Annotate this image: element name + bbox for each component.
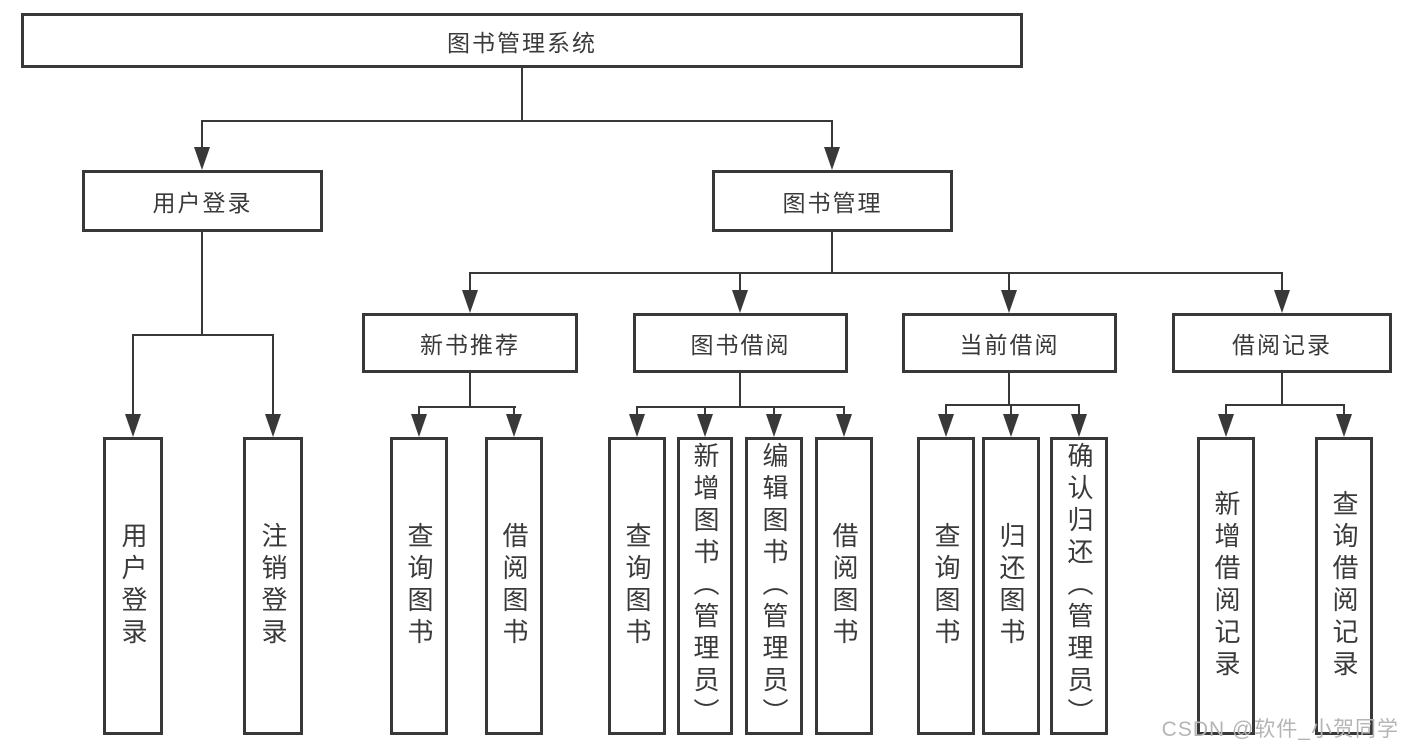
node-label: 图书借阅 <box>690 332 791 358</box>
connector-line <box>1225 404 1345 406</box>
node-label: 新增图书（管理员） <box>690 442 720 730</box>
arrowhead-down-icon <box>125 414 141 437</box>
csdn-watermark: CSDN @软件_小贺同学 <box>1161 718 1399 741</box>
connector-line <box>201 120 833 122</box>
node-label: 图书管理系统 <box>447 29 597 56</box>
connector-line <box>272 334 274 416</box>
connector-line <box>843 406 845 416</box>
leaf-query-books-2: 查询图书 <box>608 437 666 735</box>
connector-line <box>945 404 1080 406</box>
connector-line <box>1225 404 1227 416</box>
connector-line <box>636 406 638 416</box>
node-root-library-system: 图书管理系统 <box>21 13 1023 68</box>
connector-line <box>773 406 775 416</box>
connector-line <box>1343 404 1345 416</box>
arrowhead-down-icon <box>629 414 645 437</box>
node-label: 借阅图书 <box>499 522 529 650</box>
leaf-edit-books-admin: 编辑图书（管理员） <box>745 437 803 735</box>
leaf-query-books-3: 查询图书 <box>917 437 975 735</box>
connector-line <box>1281 272 1283 292</box>
leaf-add-books-admin: 新增图书（管理员） <box>677 437 733 735</box>
arrowhead-down-icon <box>766 414 782 437</box>
connector-line <box>418 406 516 408</box>
node-label: 查询借阅记录 <box>1329 490 1359 682</box>
connector-line <box>201 232 203 335</box>
leaf-logout: 注销登录 <box>243 437 303 735</box>
connector-line <box>1078 404 1080 416</box>
connector-line <box>636 406 845 408</box>
connector-line <box>831 120 833 148</box>
arrowhead-down-icon <box>697 414 713 437</box>
node-new-book-recommend: 新书推荐 <box>362 313 578 373</box>
leaf-add-borrow-record: 新增借阅记录 <box>1197 437 1255 735</box>
arrowhead-down-icon <box>938 414 954 437</box>
arrowhead-down-icon <box>1274 290 1290 313</box>
arrowhead-down-icon <box>265 414 281 437</box>
node-label: 归还图书 <box>996 522 1026 650</box>
connector-line <box>513 406 515 416</box>
leaf-borrow-books-2: 借阅图书 <box>815 437 873 735</box>
node-label: 查询图书 <box>931 522 961 650</box>
node-label: 图书管理 <box>782 190 883 216</box>
connector-line <box>831 232 833 273</box>
node-book-borrowing: 图书借阅 <box>633 313 848 373</box>
leaf-borrow-books-1: 借阅图书 <box>485 437 543 735</box>
node-user-login: 用户登录 <box>82 170 323 232</box>
arrowhead-down-icon <box>824 147 840 170</box>
connector-line <box>201 120 203 148</box>
node-label: 用户登录 <box>118 522 148 650</box>
connector-line <box>469 272 1283 274</box>
leaf-query-books-1: 查询图书 <box>390 437 448 735</box>
arrowhead-down-icon <box>1336 414 1352 437</box>
arrowhead-down-icon <box>1001 290 1017 313</box>
connector-line <box>418 406 420 416</box>
connector-line <box>1281 373 1283 406</box>
node-label: 借阅图书 <box>829 522 859 650</box>
node-book-management: 图书管理 <box>712 170 953 232</box>
node-label: 注销登录 <box>258 522 288 650</box>
node-label: 借阅记录 <box>1232 332 1332 358</box>
arrowhead-down-icon <box>1003 414 1019 437</box>
node-label: 确认归还（管理员） <box>1064 442 1094 730</box>
connector-line <box>132 334 134 416</box>
connector-line <box>521 68 523 121</box>
connector-line <box>1010 404 1012 416</box>
connector-line <box>469 272 471 292</box>
arrowhead-down-icon <box>462 290 478 313</box>
arrowhead-down-icon <box>1218 414 1234 437</box>
node-label: 新书推荐 <box>420 332 520 358</box>
connector-line <box>739 373 741 407</box>
node-label: 当前借阅 <box>959 332 1060 358</box>
connector-line <box>132 334 274 336</box>
node-borrow-records: 借阅记录 <box>1172 313 1392 373</box>
connector-line <box>469 373 471 407</box>
connector-line <box>1008 272 1010 292</box>
node-label: 查询图书 <box>404 522 434 650</box>
connector-line <box>945 404 947 416</box>
node-label: 新增借阅记录 <box>1211 490 1241 682</box>
node-label: 查询图书 <box>622 522 652 650</box>
arrowhead-down-icon <box>411 414 427 437</box>
node-current-borrowing: 当前借阅 <box>902 313 1117 373</box>
arrowhead-down-icon <box>194 147 210 170</box>
connector-line <box>1008 373 1010 406</box>
arrowhead-down-icon <box>836 414 852 437</box>
leaf-return-books: 归还图书 <box>982 437 1040 735</box>
connector-line <box>704 406 706 416</box>
node-label: 编辑图书（管理员） <box>759 442 789 730</box>
node-label: 用户登录 <box>152 190 253 216</box>
arrowhead-down-icon <box>1071 414 1087 437</box>
leaf-query-borrow-record: 查询借阅记录 <box>1315 437 1373 735</box>
leaf-confirm-return-admin: 确认归还（管理员） <box>1050 437 1108 735</box>
connector-line <box>739 272 741 292</box>
arrowhead-down-icon <box>506 414 522 437</box>
arrowhead-down-icon <box>732 290 748 313</box>
leaf-user-login: 用户登录 <box>103 437 163 735</box>
